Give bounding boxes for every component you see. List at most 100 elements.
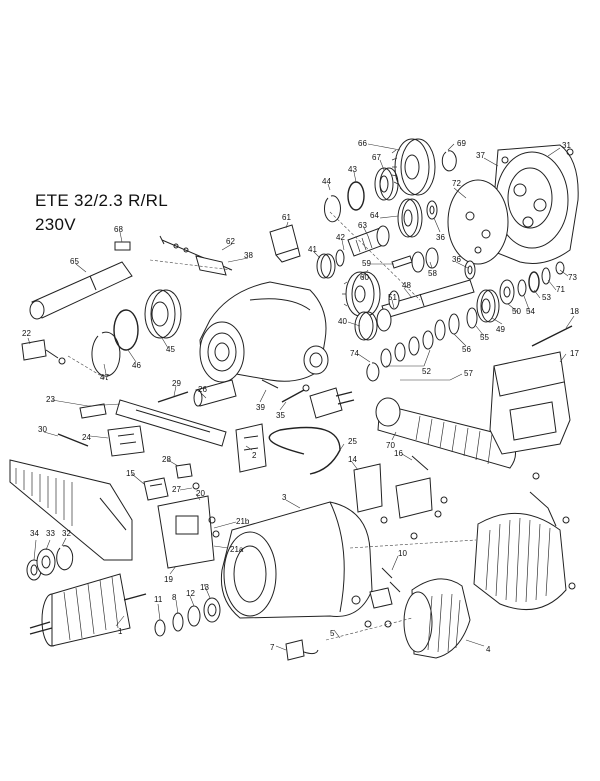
label-30: 30 [38, 425, 47, 434]
part-10-screw [381, 567, 401, 593]
label-46: 46 [132, 361, 141, 370]
part-46-ring [113, 309, 139, 351]
part-64-gear [397, 198, 423, 238]
part-44-circlip [323, 195, 341, 223]
part-16-screw [411, 455, 429, 471]
part-7-clip [285, 639, 305, 661]
part-3-stator-housing [220, 501, 373, 619]
label-28: 28 [162, 455, 171, 464]
assembly-line-a [349, 539, 477, 549]
part-47-circlip [91, 331, 121, 377]
part-50-bearing [499, 279, 515, 305]
label-70: 70 [386, 441, 395, 450]
part-63-shaft-gear [347, 225, 390, 257]
part-4-field-coil [403, 578, 471, 659]
part-7-lead [303, 649, 319, 655]
part-handle-half [9, 459, 133, 561]
part-58-gear [411, 247, 439, 273]
label-31: 31 [562, 141, 571, 150]
assembly-line-b [149, 259, 233, 271]
part-22-brush [21, 339, 66, 365]
label-14: 14 [348, 455, 357, 464]
part-23-switch-bar [115, 399, 227, 447]
label-58: 58 [428, 269, 437, 278]
gear-housing [199, 281, 329, 383]
label-8: 8 [172, 593, 177, 602]
part-56-washers [434, 313, 460, 341]
label-37: 37 [476, 151, 485, 160]
label-47: 47 [100, 373, 109, 382]
label-43: 43 [348, 165, 357, 174]
label-40: 40 [338, 317, 347, 326]
part-32-circlip [56, 545, 74, 571]
label-63: 63 [358, 221, 367, 230]
label-24: 24 [82, 433, 91, 442]
label-42: 42 [336, 233, 345, 242]
part-35-screw [281, 384, 310, 403]
label-57: 57 [464, 369, 473, 378]
part-25-cable [268, 426, 341, 475]
part-73-nut [555, 261, 565, 275]
part-plug [309, 387, 355, 419]
part-13-bearing [203, 597, 221, 623]
label-51: 51 [388, 293, 397, 302]
part-1-armature [29, 573, 147, 647]
label-61: 61 [282, 213, 291, 222]
part-2-electronics [235, 423, 267, 473]
label-36-b: 36 [452, 255, 461, 264]
label-53: 53 [542, 293, 551, 302]
part-43-ring [347, 181, 365, 211]
label-11: 11 [154, 595, 163, 604]
label-25: 25 [348, 437, 357, 446]
label-33: 33 [46, 529, 55, 538]
label-29: 29 [172, 379, 181, 388]
label-21b: 21b [236, 517, 250, 526]
label-21a: 21a [230, 545, 244, 554]
part-20-mount [157, 495, 220, 569]
label-60: 60 [360, 273, 369, 282]
part-11-bearing [154, 619, 166, 637]
part-65-spindle [29, 261, 133, 320]
part-71-washer [541, 267, 551, 285]
assembly-line-d [67, 355, 109, 381]
label-67: 67 [372, 153, 381, 162]
label-45: 45 [166, 345, 175, 354]
label-35: 35 [276, 411, 285, 420]
part-29-pin [157, 391, 189, 403]
part-14-brush-plate [353, 463, 448, 540]
label-3: 3 [282, 493, 287, 502]
part-36-bearing-upper [426, 200, 438, 220]
label-4: 4 [486, 645, 491, 654]
label-12: 12 [186, 589, 195, 598]
label-27: 27 [172, 485, 181, 494]
part-15-switch-block [143, 477, 169, 501]
label-23: 23 [46, 395, 55, 404]
label-19: 19 [164, 575, 173, 584]
part-40-gear [354, 308, 392, 341]
label-38: 38 [244, 251, 253, 260]
label-44: 44 [322, 177, 331, 186]
label-50: 50 [512, 307, 521, 316]
part-31-gearbox-cover [489, 144, 579, 264]
part-26-roller [193, 379, 237, 407]
assembly-line-c [329, 211, 421, 301]
label-1: 1 [118, 627, 123, 636]
part-49-gear [476, 289, 500, 323]
label-49: 49 [496, 325, 505, 334]
label-41: 41 [308, 245, 317, 254]
part-17-housing [489, 351, 571, 455]
label-16: 16 [394, 449, 403, 458]
label-74: 74 [350, 349, 359, 358]
part-24-switch [107, 425, 145, 457]
part-41-gear [316, 253, 336, 279]
leader-lines [27, 143, 575, 651]
label-13: 13 [200, 583, 209, 592]
part-54-washer [517, 279, 527, 297]
part-53-ring [528, 271, 540, 293]
part-39-screw [261, 379, 279, 389]
label-48: 48 [402, 281, 411, 290]
part-61-bracket [269, 224, 301, 263]
label-52: 52 [422, 367, 431, 376]
label-39: 39 [256, 403, 265, 412]
